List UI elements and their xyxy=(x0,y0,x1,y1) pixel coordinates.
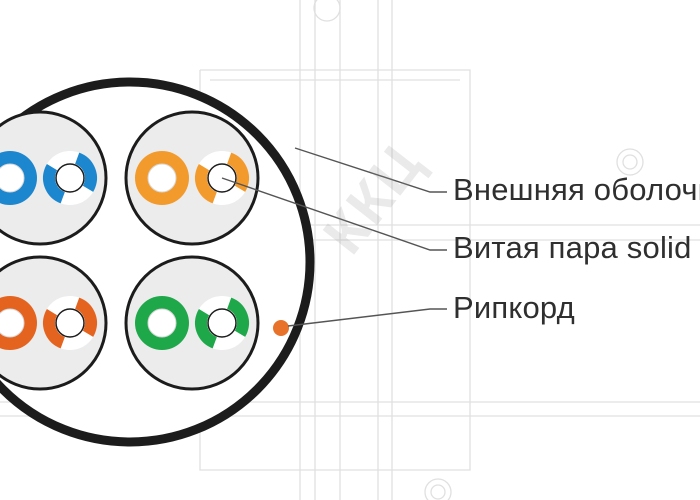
callout-ripcord-label: Рипкорд xyxy=(453,290,575,325)
orange-pair xyxy=(124,110,260,246)
leader-jacket xyxy=(294,147,447,193)
blue-pair xyxy=(0,110,108,246)
leader-ripcord xyxy=(287,308,447,327)
leader-pair xyxy=(221,177,447,251)
callout-twisted-pair-label: Витая пара solid xyxy=(453,230,692,265)
green-pair xyxy=(124,255,260,391)
callout-outer-jacket-label: Внешняя оболочка xyxy=(453,172,700,207)
brown-pair xyxy=(0,255,108,391)
twisted-pairs xyxy=(0,110,260,391)
callout-leaders xyxy=(221,147,447,327)
ripcord xyxy=(273,320,289,336)
